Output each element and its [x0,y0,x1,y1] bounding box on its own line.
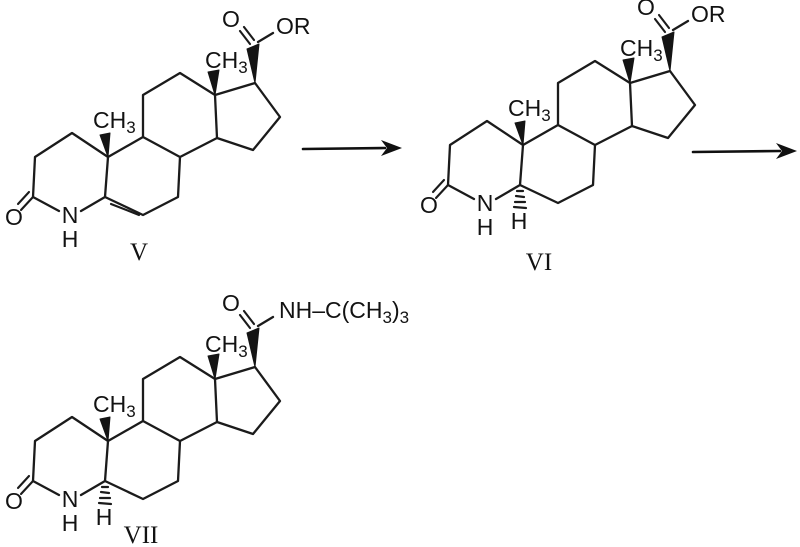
steroid-skeleton [16,309,282,501]
amide-group-label: NH–C(CH3)3 [279,297,409,327]
compound-vii-structure: H O N H CH3 CH3 O NH–C(CH3)3 VII [5,290,409,547]
arrow-head-icon [776,143,797,159]
lactam-oxygen-label: O [5,204,23,230]
c5-alpha-hydrogen-hashes [512,189,528,210]
carbonyl-oxygen-label: O [637,0,655,20]
c10-methyl-label: CH3 [508,95,551,125]
c5-hydrogen-label: H [511,208,528,234]
ring-nitrogen-label: N [477,190,494,216]
c5-hydrogen-label: H [96,504,113,530]
c5-alpha-hydrogen-hashes [97,485,113,506]
compound-label-vi: VI [526,249,552,276]
ring-nitrogen-label: N [62,202,79,228]
compound-v-structure: O N H CH3 CH3 O OR V [5,6,310,266]
arrow-shaft [691,149,782,154]
compound-vi-structure: H O N H CH3 CH3 O OR VI [420,0,725,276]
ester-or-label: OR [276,13,311,39]
compound-label-v: V [130,239,148,266]
delta5-double-bond [109,202,141,217]
c10-methyl-label: CH3 [93,107,136,137]
ester-or-label: OR [691,1,726,27]
carbonyl-oxygen-label: O [222,6,240,32]
reaction-arrow-1 [301,140,402,156]
c13-methyl-label: CH3 [205,331,248,361]
c13-methyl-label: CH3 [205,47,248,77]
carbonyl-oxygen-label: O [222,290,240,316]
arrow-head-icon [381,140,402,156]
ring-nh-hydrogen-label: H [62,510,79,536]
ring-nh-hydrogen-label: H [477,214,494,240]
lactam-oxygen-label: O [420,192,438,218]
ring-nh-hydrogen-label: H [62,226,79,252]
steroid-skeleton [431,13,697,205]
reaction-arrow-2 [691,143,797,159]
c10-methyl-label: CH3 [93,391,136,421]
c13-methyl-label: CH3 [620,35,663,65]
steroid-skeleton [16,25,282,217]
arrow-shaft [301,146,387,151]
lactam-oxygen-label: O [5,488,23,514]
ring-nitrogen-label: N [62,486,79,512]
compound-label-vii: VII [124,522,159,547]
